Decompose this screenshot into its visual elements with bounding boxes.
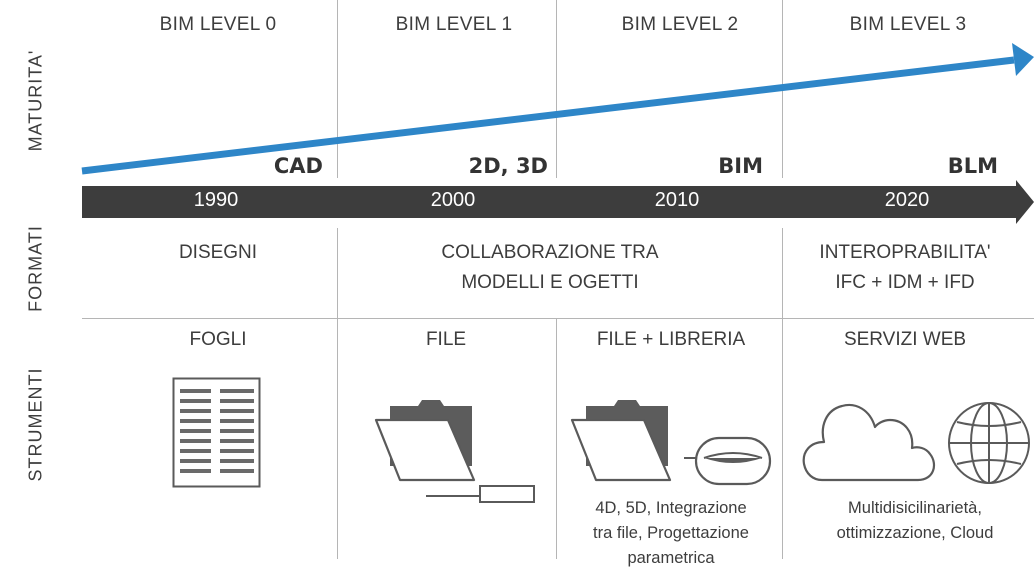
year-1990: 1990 bbox=[193, 189, 239, 211]
era-label-blm: BLM bbox=[947, 154, 998, 178]
year-2010: 2010 bbox=[654, 189, 700, 211]
divider-level0-1-tools bbox=[337, 319, 338, 559]
cloud-icon bbox=[802, 403, 936, 482]
tool-level1: FILE bbox=[425, 329, 467, 350]
year-2000: 2000 bbox=[430, 189, 476, 211]
divider-level2-3-formats bbox=[782, 228, 783, 318]
era-label-2d3d: 2D, 3D bbox=[468, 154, 548, 178]
format-level0: DISEGNI bbox=[178, 242, 258, 263]
tool-level3: SERVIZI WEB bbox=[843, 329, 967, 350]
level-3-header: BIM LEVEL 3 bbox=[849, 14, 967, 35]
level-1-header: BIM LEVEL 1 bbox=[395, 14, 513, 35]
divider-formats-tools bbox=[82, 318, 1034, 319]
format-level3: INTEROPRABILITA' IFC + IDM + IFD bbox=[819, 242, 991, 293]
divider-level1-2-top bbox=[556, 0, 557, 178]
era-label-bim: BIM bbox=[718, 154, 763, 178]
tool-description-level2: 4D, 5D, Integrazione tra file, Progettaz… bbox=[593, 499, 749, 567]
tool-level2: FILE + LIBRERIA bbox=[596, 329, 746, 350]
era-label-cad: CAD bbox=[273, 154, 323, 178]
timeline-arrow-head bbox=[1016, 180, 1034, 224]
format-level1-2: COLLABORAZIONE TRA MODELLI E OGETTI bbox=[441, 242, 659, 293]
maturity-arrow-shaft bbox=[81, 56, 1015, 175]
year-2020: 2020 bbox=[884, 189, 930, 211]
timeline-arrow-shaft bbox=[82, 186, 1018, 218]
folder-icon bbox=[570, 400, 672, 482]
level-2-header: BIM LEVEL 2 bbox=[621, 14, 739, 35]
divider-level1-2-tools bbox=[556, 319, 557, 559]
divider-level0-1-formats bbox=[337, 228, 338, 318]
divider-level0-1-top bbox=[337, 0, 338, 178]
tool-level0: FOGLI bbox=[189, 329, 247, 350]
database-icon bbox=[684, 436, 772, 486]
folder-icon bbox=[374, 400, 476, 482]
maturity-arrow-head bbox=[1012, 43, 1034, 76]
spreadsheet-icon bbox=[172, 377, 261, 488]
globe-icon bbox=[948, 402, 1030, 484]
level-0-header: BIM LEVEL 0 bbox=[159, 14, 277, 35]
divider-level2-3-tools bbox=[782, 319, 783, 559]
usb-drive-icon bbox=[426, 485, 535, 503]
tool-description-level3: Multidisicilinarietà, ottimizzazione, Cl… bbox=[836, 499, 994, 542]
